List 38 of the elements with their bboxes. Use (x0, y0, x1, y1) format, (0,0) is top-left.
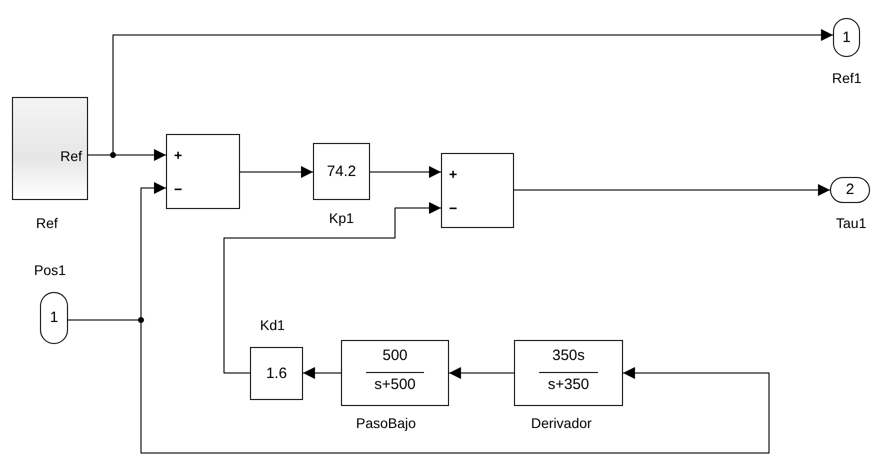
transfer-function-block (514, 340, 623, 406)
port-block (833, 18, 860, 57)
sign-label: − (174, 181, 182, 197)
port-number: 1 (50, 310, 58, 326)
numerator: 350s (552, 348, 585, 364)
signal-arrow (302, 367, 342, 379)
denominator: s+350 (548, 377, 590, 393)
gain-value: 1.6 (266, 366, 287, 382)
block-name: PasoBajo (356, 415, 416, 431)
block-name: Tau1 (836, 215, 866, 231)
subsystem-block (12, 97, 88, 200)
port-number: 2 (846, 182, 854, 198)
transfer-function-block (341, 340, 449, 406)
port-block (40, 292, 68, 344)
signal-arrow (448, 367, 514, 379)
sign-label: + (449, 166, 458, 182)
gain-block (313, 143, 370, 200)
block-name: Kd1 (260, 317, 285, 333)
sum-block (166, 134, 240, 209)
port-block (830, 177, 870, 203)
gain-value: 74.2 (326, 164, 356, 180)
block-name: Derivador (531, 415, 592, 431)
signal-arrow (224, 202, 442, 374)
signal-arrow (370, 166, 442, 178)
signal-arrow (240, 166, 314, 178)
sign-label: + (174, 147, 182, 163)
block-name: Kp1 (329, 210, 354, 226)
numerator: 500 (382, 348, 408, 364)
signal-arrow (514, 184, 830, 196)
block-name: Ref (36, 215, 58, 231)
sum-block (441, 153, 514, 228)
sign-label: − (449, 200, 458, 216)
block-name: Pos1 (34, 262, 66, 278)
denominator: s+500 (374, 377, 416, 393)
port-number: 1 (842, 30, 851, 46)
block-name: Ref1 (832, 70, 862, 86)
gain-block (250, 347, 303, 400)
port-label: Ref (60, 148, 82, 164)
